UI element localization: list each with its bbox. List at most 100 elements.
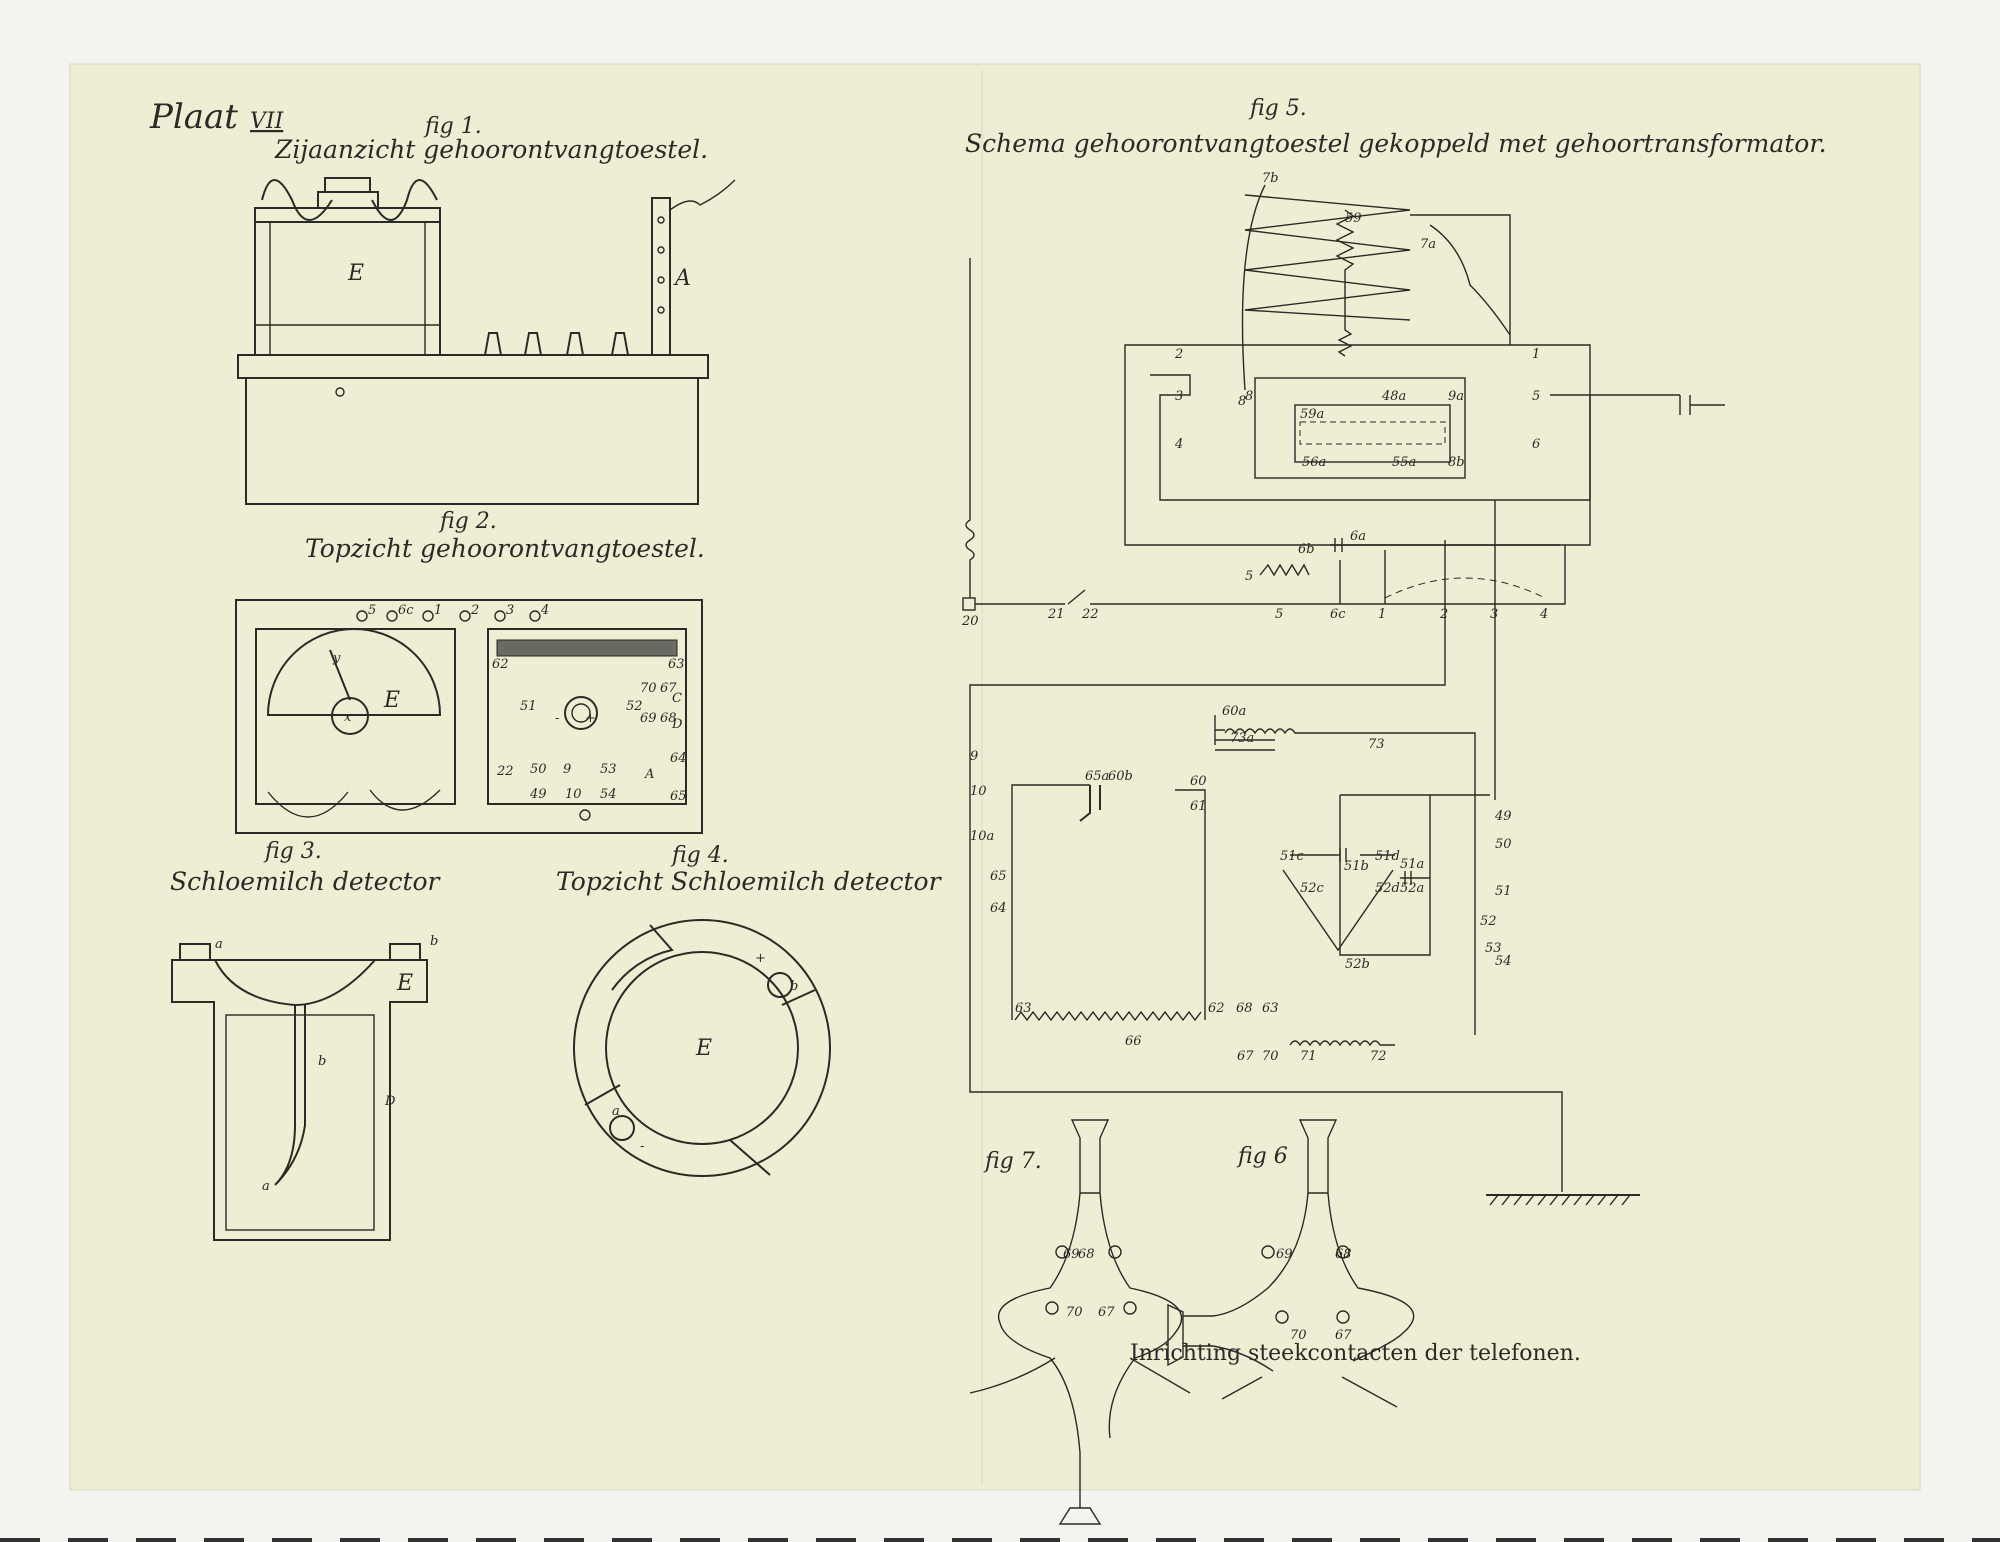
fig5-terminal-label: 4 (1174, 437, 1183, 452)
fig2-panel-label: 50 (530, 762, 547, 777)
terminal-icon (1275, 1310, 1289, 1324)
fig5-terminal-label: 9a (1448, 389, 1464, 404)
terminal-icon (459, 610, 471, 622)
caption-telephone-contacts: Inrichting steekcontacten der telefonen. (1130, 1341, 1581, 1366)
fig5-terminal-label: 73 (1368, 737, 1385, 752)
terminal-icon (494, 610, 506, 622)
fig2: fig 2. Topzicht gehoorontvangtoestel. x … (235, 509, 705, 834)
fig5-terminal-label: 6a (1350, 529, 1366, 544)
fig5-terminal-label: 5 (1245, 569, 1253, 584)
terminal-icon (356, 610, 368, 622)
fig3-label: b (430, 934, 438, 949)
fig5-terminal-label: 10 (970, 784, 987, 799)
fig5-terminal-label: 52 (1480, 914, 1497, 929)
fig2-panel-label: D (671, 717, 683, 732)
fig4-number: fig 4. (670, 843, 729, 868)
fig3-label: D (384, 1094, 396, 1109)
fig5-terminal-label: 73a (1230, 731, 1254, 746)
fig5-terminal-label: 54 (1495, 954, 1512, 969)
fig5-terminal-label: 20 (961, 614, 979, 629)
fig5-terminal-label: 60a (1222, 704, 1246, 719)
terminal-icon (422, 610, 434, 622)
fig5-terminal-label: 10a (970, 829, 994, 844)
fig5-terminal-label: 51c (1280, 849, 1305, 864)
fig1-label-A: A (673, 266, 691, 291)
terminal-icon (1123, 1301, 1137, 1315)
fig5-terminal-label: 52b (1345, 957, 1370, 972)
fig5-terminal-label: 52c (1300, 881, 1325, 896)
fig2-panel-label: A (644, 767, 654, 782)
fig5-terminal-label: 53 (1485, 941, 1502, 956)
fig2-number: fig 2. (438, 509, 497, 534)
fig2-terminal-label: 5 (368, 603, 376, 618)
fig2-title: Topzicht gehoorontvangtoestel. (305, 534, 705, 563)
fig1: fig 1. Zijaanzicht gehoorontvangtoestel.… (237, 114, 736, 505)
fig3-number: fig 3. (263, 839, 322, 864)
fig5-terminal-label: 1 (1378, 607, 1386, 622)
fig6-number: fig 6 (1236, 1144, 1288, 1169)
fig5-terminal-label: 49 (1494, 809, 1512, 824)
fig7-number: fig 7. (983, 1149, 1042, 1174)
fig3-label: b (318, 1054, 326, 1069)
fig5-terminal-label: 64 (990, 901, 1007, 916)
terminal-icon (1055, 1245, 1069, 1259)
fig4-title: Topzicht Schloemilch detector (556, 867, 943, 896)
fig2-panel-label: 51 (520, 699, 537, 714)
fig5-terminal-label: 65a (1085, 769, 1109, 784)
fig5-terminal-label: 51b (1344, 859, 1369, 874)
fig2-panel-label: 54 (600, 787, 617, 802)
fig2-terminal-label: 2 (470, 603, 479, 618)
fig2-panel-label: 52 (626, 699, 643, 714)
fig2-panel-label: 63 (668, 657, 685, 672)
fig2-panel-label: 22 (496, 764, 514, 779)
fig5-terminal-label: 22 (1081, 607, 1099, 622)
terminal-icon (1336, 1245, 1350, 1259)
fig5-terminal-label: 1 (1532, 347, 1540, 362)
fig2-panel-label: 49 (529, 787, 547, 802)
fig5-terminal-label: 3 (1175, 389, 1183, 404)
fig4-label: E (695, 1036, 712, 1061)
paper (69, 63, 1921, 1491)
fig5-terminal-label: 50 (1495, 837, 1512, 852)
fig5-terminal-label: 67 (1237, 1049, 1254, 1064)
fig2-panel-label: - (555, 711, 559, 726)
fig5-terminal-label: 6c (1330, 607, 1346, 622)
fig5-terminal-label: 60b (1108, 769, 1133, 784)
fig5-terminal-label: 72 (1370, 1049, 1387, 1064)
fig2-panel-label: 67 (660, 681, 677, 696)
fig7-contact-label: 69 (1063, 1247, 1080, 1262)
fig7-contact-label: 68 (1078, 1247, 1095, 1262)
fig4-label: + (755, 951, 766, 966)
fig5-terminal-label: 55a (1392, 455, 1416, 470)
fig5-terminal-label: 63 (1015, 1001, 1032, 1016)
fig5-terminal-label: 71 (1300, 1049, 1317, 1064)
fig2-terminal-label: 4 (540, 603, 549, 618)
fig5-terminal-label: 52d (1375, 881, 1400, 896)
terminal-icon (1336, 1310, 1350, 1324)
fig2-terminal-label: 6c (398, 603, 414, 618)
fig3-label: a (262, 1179, 270, 1194)
fig2-panel-label: C (672, 691, 682, 706)
fig5-terminal-label: 51 (1495, 884, 1512, 899)
terminal-icon (386, 610, 398, 622)
fig3-title: Schloemilch detector (170, 867, 442, 896)
terminal-icon (1045, 1301, 1059, 1315)
fig5-terminal-label: 59 (1345, 211, 1362, 226)
fig5-terminal-label: 4 (1539, 607, 1548, 622)
fig6-contact-label: 69 (1276, 1247, 1293, 1262)
fig5-terminal-label: 62 (1208, 1001, 1225, 1016)
terminal-icon (1261, 1245, 1275, 1259)
fig6-contact-label: 70 (1290, 1328, 1307, 1343)
fig5-terminal-label: 51d (1375, 849, 1400, 864)
fig2-label-y: y (332, 651, 341, 666)
fig7-contact-label: 67 (1098, 1305, 1115, 1320)
fig2-terminal-label: 3 (506, 603, 514, 618)
fig2-panel-label: 68 (660, 711, 677, 726)
fig2-panel-label: 53 (600, 762, 617, 777)
fig5-terminal-label: 56a (1302, 455, 1326, 470)
